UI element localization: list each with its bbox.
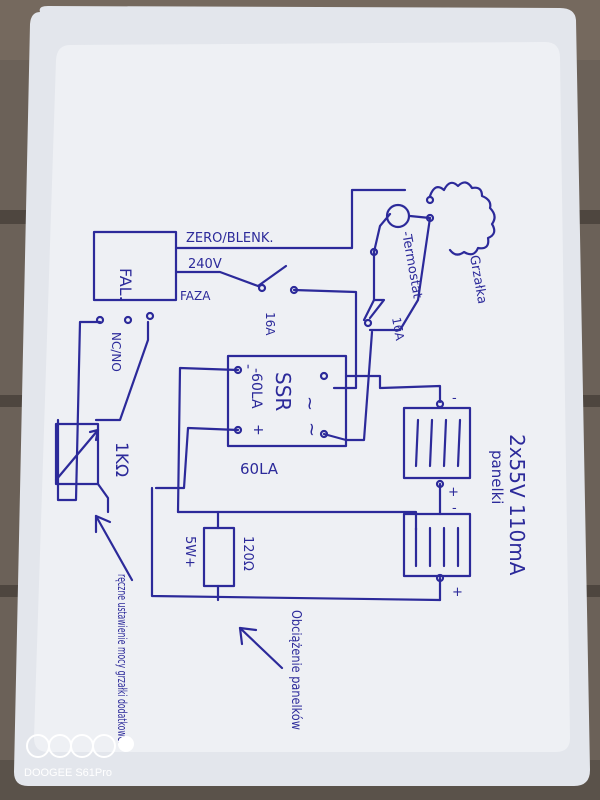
panel-plus-mid: + — [448, 485, 459, 500]
fuse-label-b: 16A — [389, 316, 407, 342]
ssr-rating-label: -60LA — [248, 368, 264, 409]
panel-minus-mid: - — [452, 501, 457, 516]
ssr-box — [226, 354, 348, 448]
fal-label: FAL. — [116, 268, 135, 301]
faza-label: FAZA — [180, 289, 211, 303]
ssr-ac-label-1: ~ — [299, 396, 320, 411]
ssr-label: SSR — [271, 372, 295, 411]
panels-word-label: panelki — [488, 450, 506, 504]
potentiometer — [54, 422, 100, 486]
panel-plus-bottom: + — [452, 585, 463, 600]
solar-panel-top — [402, 406, 472, 480]
resistor-value-label: 120Ω — [240, 536, 255, 571]
watermark-brand: DOOGEE S61Pro — [24, 767, 112, 779]
ssr-plus-label: + — [250, 424, 266, 436]
wiring — [54, 181, 496, 670]
inverter-box — [92, 230, 178, 302]
load-note: Obciążenie panelków — [288, 610, 303, 730]
voltage-label: 240V — [188, 257, 222, 272]
ssr-minus-label: - — [240, 364, 256, 369]
nc-no-label: NC/NO — [109, 332, 123, 372]
ssr-model-label: 60LA — [240, 460, 279, 478]
manual-setting-note: ręczne ustawienie mocy grzałki dodatkowe… — [115, 574, 129, 744]
heater-coil — [428, 181, 496, 256]
panels-spec-label: 2x55V 110mA — [505, 434, 529, 576]
camera-watermark: DOOGEE S61Pro — [24, 734, 134, 779]
fuse-label-a: 16A — [263, 312, 277, 336]
resistor-power-label: 5W+ — [182, 536, 197, 568]
panel-minus-top: - — [452, 391, 457, 406]
zero-blenk-label: ZERO/BLENK. — [186, 231, 274, 246]
paper-plate — [14, 6, 590, 786]
ssr-ac-label-2: ~ — [301, 422, 322, 437]
pot-value-label: 1KΩ — [111, 442, 131, 477]
